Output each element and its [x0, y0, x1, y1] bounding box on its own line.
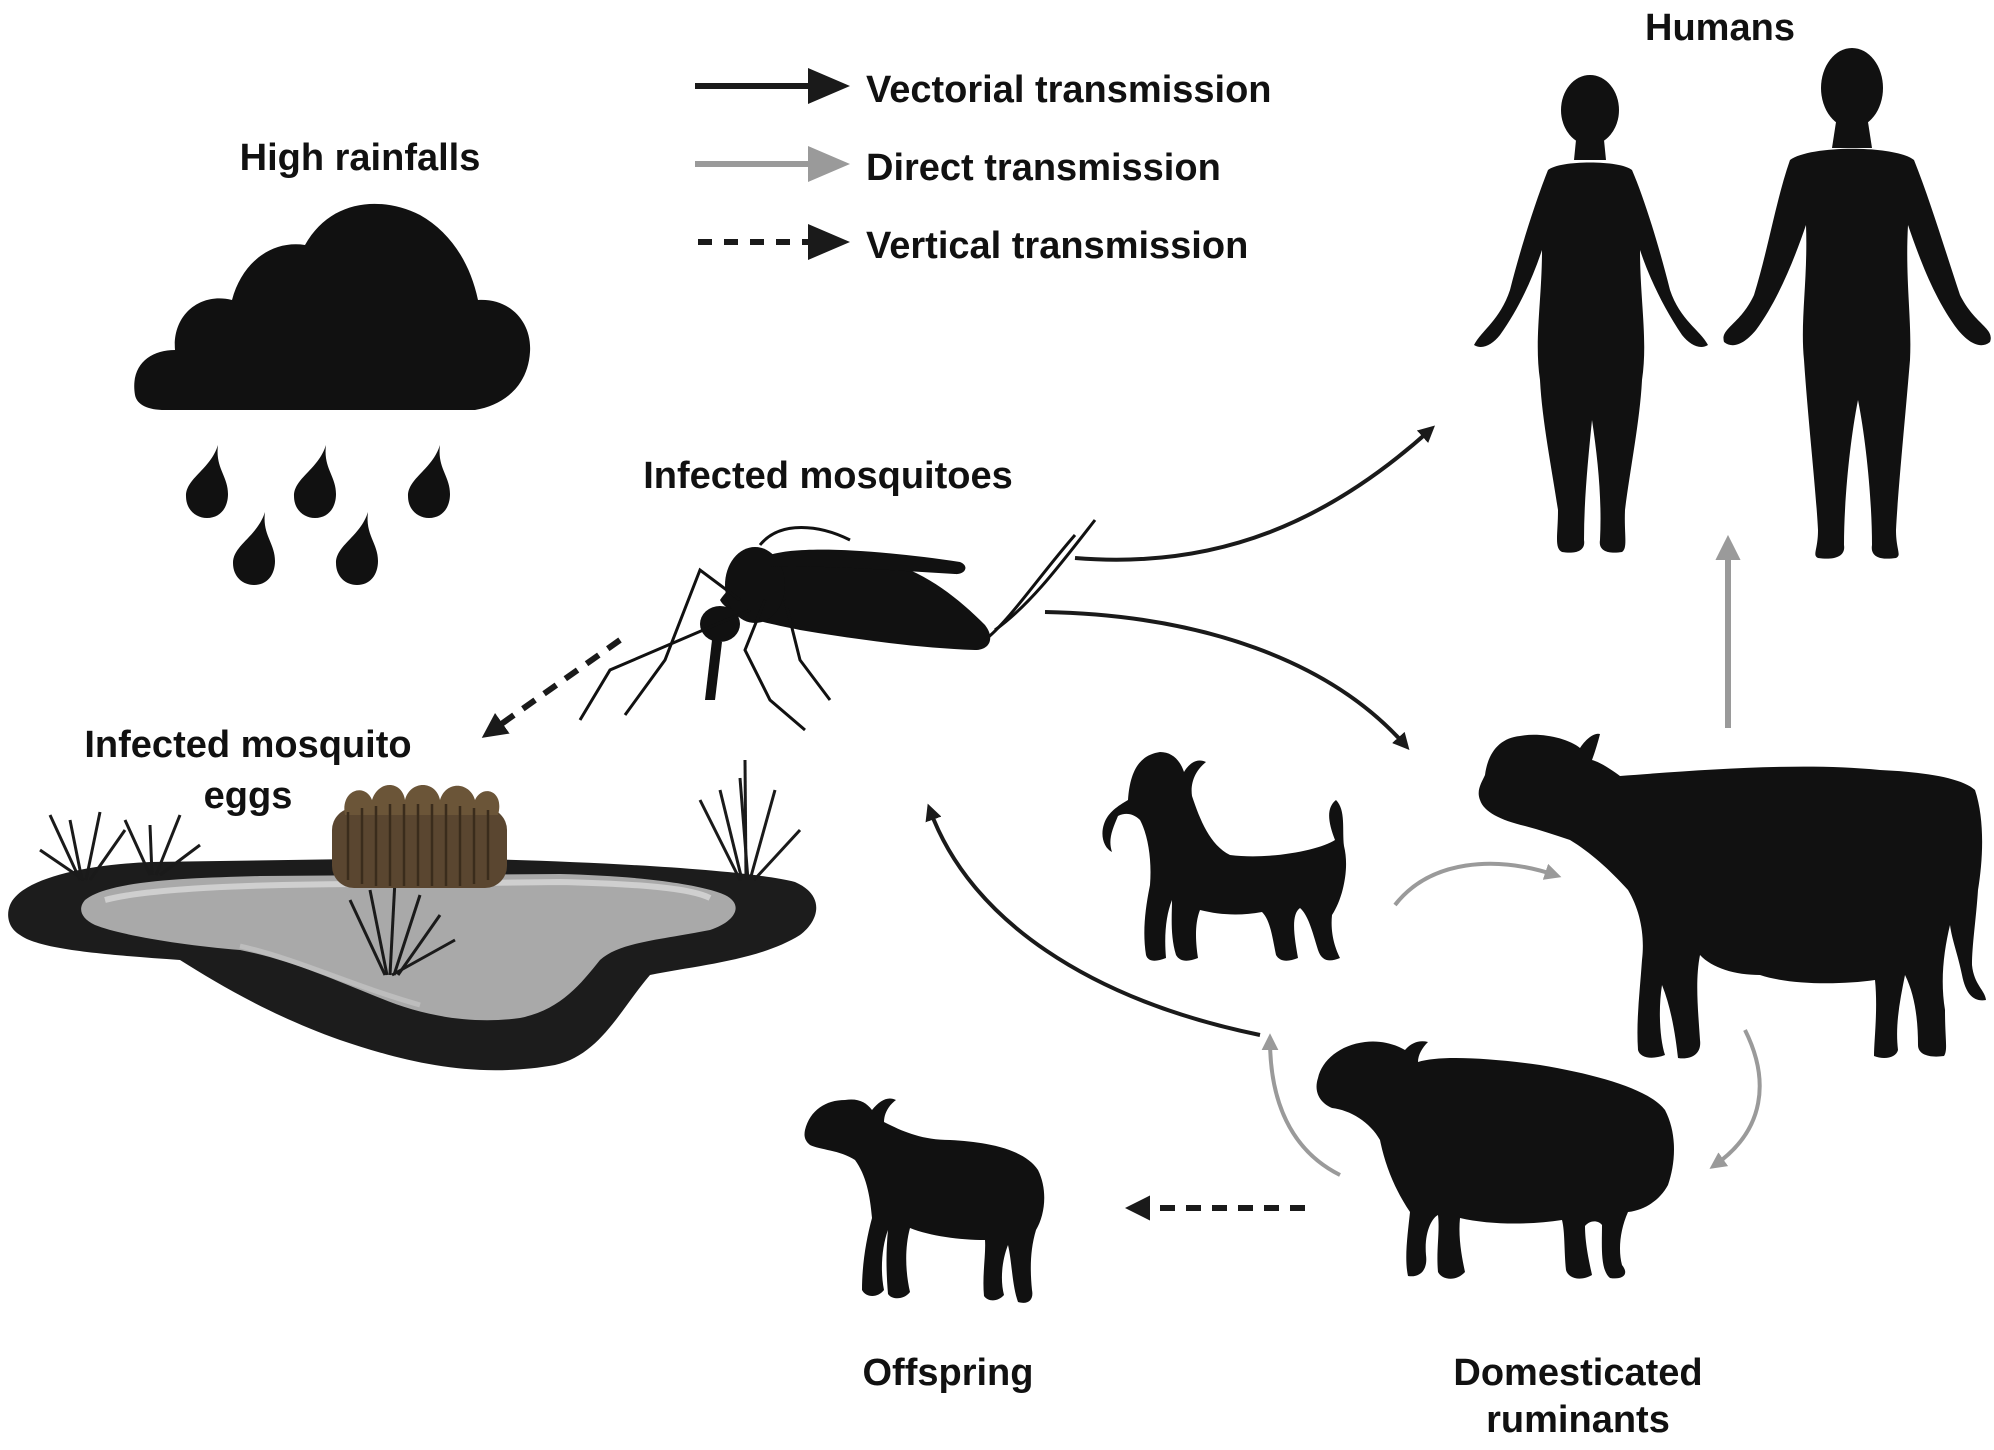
eggs-label-line1: Infected mosquito — [84, 724, 411, 766]
rainfall-label: High rainfalls — [240, 137, 481, 179]
legend-direct: Direct transmission — [695, 146, 1221, 189]
arrow-mosquito-to-eggs — [481, 637, 622, 738]
arrow-cow-to-sheep — [1709, 1029, 1762, 1169]
cow-icon — [1478, 733, 1986, 1059]
ruminants-label-line1: Domesticated — [1453, 1352, 1702, 1394]
grass-icon — [39, 759, 802, 977]
rain-cloud-icon — [134, 203, 531, 585]
pond-icon — [8, 759, 817, 1071]
legend-vectorial: Vectorial transmission — [695, 68, 1272, 111]
raindrop-icon — [186, 445, 450, 585]
arrow-mosquito-to-cow — [1044, 610, 1410, 751]
ruminants-label-line2: ruminants — [1486, 1399, 1670, 1441]
legend-direct-label: Direct transmission — [866, 147, 1221, 189]
arrow-goat-to-cow — [1393, 861, 1562, 907]
sheep-icon — [1316, 1041, 1674, 1279]
arrow-sheep-to-goat — [1261, 1033, 1341, 1177]
mosquito-icon — [578, 519, 1097, 732]
mosquito-eggs-icon — [332, 785, 507, 888]
woman-icon — [1474, 75, 1708, 553]
mosquitoes-label: Infected mosquitoes — [643, 455, 1013, 497]
goat-icon — [1102, 752, 1347, 961]
legend: Vectorial transmission Direct transmissi… — [695, 68, 1272, 267]
offspring-label: Offspring — [863, 1352, 1034, 1394]
arrow-mosquito-to-humans — [1074, 425, 1435, 562]
arrow-ruminants-to-mosquito — [925, 803, 1261, 1037]
eggs-label-line2: eggs — [204, 775, 293, 817]
legend-vectorial-label: Vectorial transmission — [866, 69, 1272, 111]
legend-vertical-label: Vertical transmission — [866, 225, 1248, 267]
legend-vertical: Vertical transmission — [698, 224, 1248, 267]
humans-label: Humans — [1645, 7, 1795, 49]
man-icon — [1723, 48, 1991, 559]
lamb-icon — [804, 1098, 1045, 1303]
